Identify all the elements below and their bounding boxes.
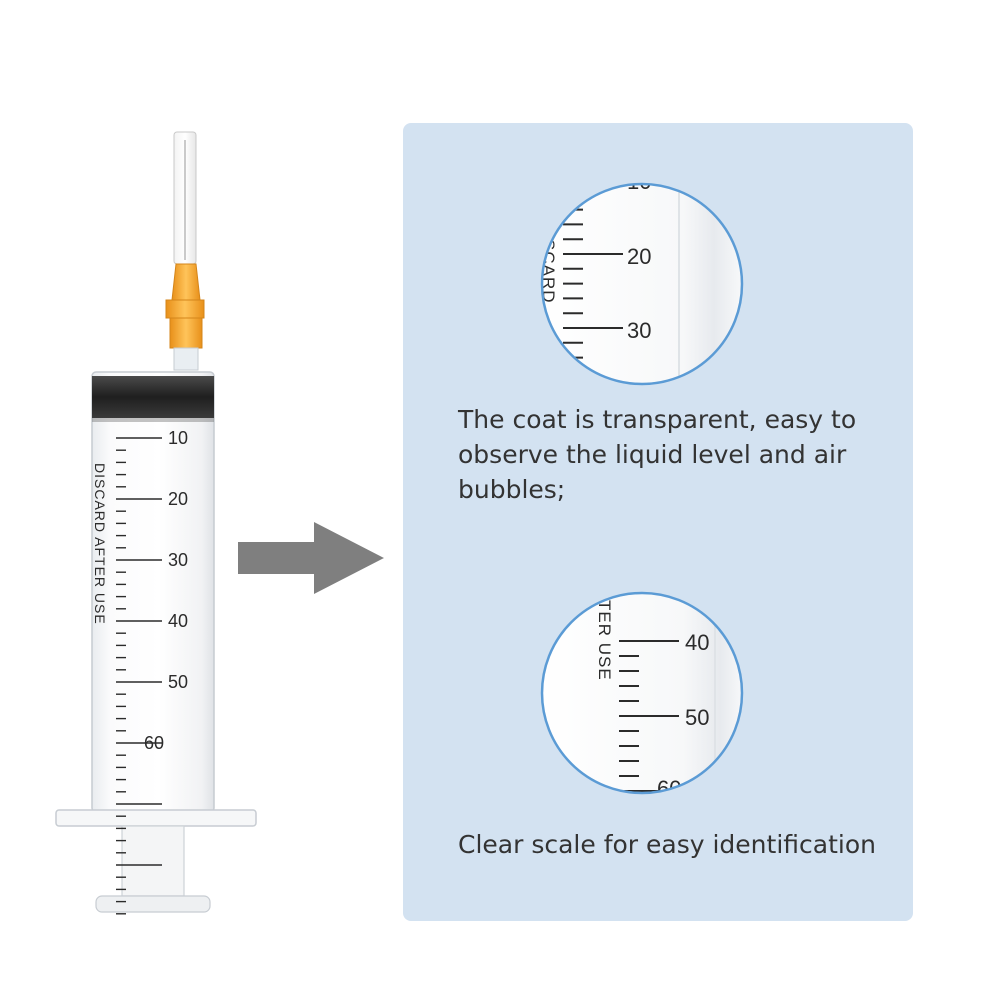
- needle-cap: [173, 131, 197, 265]
- discard-after-use-text: DISCARD AFTER USE: [92, 463, 108, 625]
- needle-hub: [165, 263, 205, 371]
- zoom-bottom-side-text: TER USE: [595, 600, 614, 681]
- right-arrow-icon: [238, 522, 384, 594]
- scale-label-30: 30: [168, 550, 188, 570]
- feature-panel: 10 20 30 SCARD The coat is transparent, …: [403, 123, 913, 921]
- scale-label-40: 40: [168, 611, 188, 631]
- arrow-graphic: [238, 522, 384, 594]
- caption-transparent-coat: The coat is transparent, easy to observe…: [458, 405, 857, 504]
- syringe-flange: [55, 809, 257, 827]
- caption-clear-scale: Clear scale for easy identification: [458, 830, 876, 859]
- syringe-barrel: [91, 371, 215, 813]
- syringe-scale-labels: 10 20 30 40 50 60: [144, 428, 188, 753]
- zoom-top-svg: 10 20 30 SCARD: [540, 181, 744, 386]
- zoom-bottom-ticks: [619, 640, 679, 792]
- syringe-svg: 10 20 30 40 50 60 DISCARD AFTER USE: [55, 131, 257, 1000]
- scale-label-50: 50: [168, 672, 188, 692]
- zoom-bottom-svg: 40 50 60 TER USE: [540, 591, 744, 795]
- scale-label-60: 60: [144, 733, 164, 753]
- scale-label-10: 10: [168, 428, 188, 448]
- syringe-plunger: [95, 825, 211, 913]
- zoom-bottom-label-40: 40: [685, 630, 709, 655]
- scale-label-20: 20: [168, 489, 188, 509]
- zoom-top-label-20: 20: [627, 244, 651, 269]
- zoom-circle-bottom: 40 50 60 TER USE: [539, 590, 745, 796]
- zoom-top-label-10: 10: [627, 181, 651, 194]
- syringe-illustration: 10 20 30 40 50 60 DISCARD AFTER USE: [40, 120, 280, 1000]
- zoom-circle-top: 10 20 30 SCARD: [539, 181, 745, 387]
- zoom-bottom-label-50: 50: [685, 705, 709, 730]
- zoom-top-label-30: 30: [627, 318, 651, 343]
